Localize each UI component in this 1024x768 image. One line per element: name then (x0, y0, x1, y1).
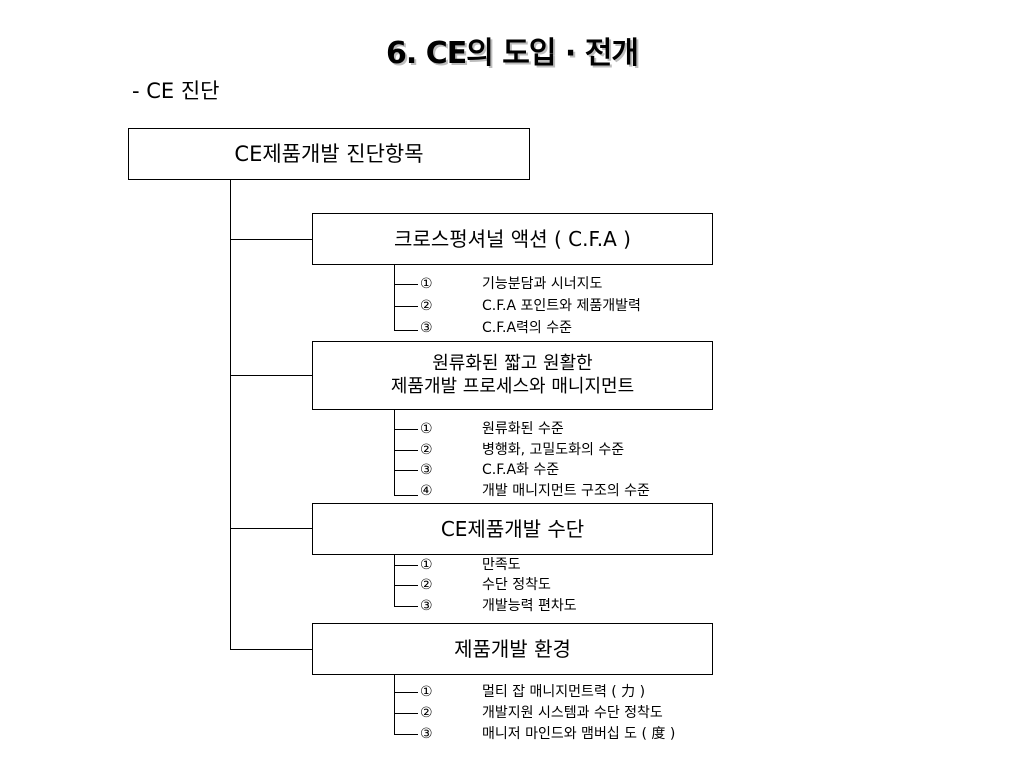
subitem-text: 개발 매니지먼트 구조의 수준 (482, 483, 650, 499)
main-trunk-line (230, 180, 231, 650)
category-label: 제품개발 프로세스와 매니지먼트 (390, 375, 635, 397)
subitem: ② C.F.A 포인트와 제품개발력 (420, 296, 641, 316)
subitem-tick (394, 284, 418, 285)
category-box-process: 원류화된 짧고 원활한 제품개발 프로세스와 매니지먼트 (312, 341, 713, 410)
subitem-text: C.F.A화 수준 (482, 462, 560, 478)
subitem-number: ① (420, 276, 433, 292)
subitem-tick (394, 429, 418, 430)
subitem-number: ③ (420, 598, 433, 614)
subitem-text: 만족도 (482, 557, 521, 573)
subitem-tick (394, 585, 418, 586)
subitem-number: ① (420, 684, 433, 700)
root-label: CE제품개발 진단항목 (234, 141, 424, 166)
subitem: ② 병행화, 고밀도화의 수준 (420, 440, 624, 460)
subitem-text: C.F.A력의 수준 (482, 320, 573, 336)
subitem-spine-2 (394, 410, 395, 496)
subitem: ③ C.F.A화 수준 (420, 460, 559, 480)
subitem: ① 만족도 (420, 555, 521, 575)
subitem-number: ② (420, 577, 433, 593)
subitem-tick (394, 306, 418, 307)
subitem-text: 원류화된 수준 (482, 421, 564, 437)
subitem-number: ② (420, 442, 433, 458)
subitem-tick (394, 713, 418, 714)
subitem-tick (394, 470, 418, 471)
category-box-environment: 제품개발 환경 (312, 623, 713, 675)
subitem: ④ 개발 매니지먼트 구조의 수준 (420, 481, 650, 501)
subitem: ① 원류화된 수준 (420, 419, 564, 439)
category-label: 원류화된 짧고 원활한 (432, 353, 593, 374)
subitem-number: ① (420, 421, 433, 437)
subitem: ① 멀티 잡 매니지먼트력 ( 力 ) (420, 682, 645, 702)
subitem: ③ 개발능력 편차도 (420, 596, 577, 616)
subitem: ③ 매니저 마인드와 맴버십 도 ( 度 ) (420, 724, 675, 744)
subitem-tick (394, 450, 418, 451)
category-label: 제품개발 환경 (454, 636, 571, 661)
subitem-number: ① (420, 557, 433, 573)
subitem-number: ③ (420, 726, 433, 742)
subitem-tick (394, 330, 418, 331)
branch-line-1 (230, 239, 312, 240)
category-label: 크로스펑셔널 액션 ( C.F.A ) (394, 226, 631, 251)
subitem: ② 수단 정착도 (420, 575, 551, 595)
category-label: CE제품개발 수단 (440, 516, 585, 541)
subitem-text: 개발지원 시스템과 수단 정착도 (482, 705, 663, 721)
subitem-tick (394, 606, 418, 607)
subitem-tick (394, 692, 418, 693)
subitem-number: ② (420, 705, 433, 721)
branch-line-3 (230, 528, 312, 529)
page-title: 6. CE의 도입 · 전개 (386, 36, 639, 71)
branch-line-4 (230, 649, 312, 650)
subitem-spine-4 (394, 675, 395, 735)
subitem-text: C.F.A 포인트와 제품개발력 (482, 298, 641, 314)
section-subtitle: - CE 진단 (132, 79, 220, 103)
branch-line-2 (230, 375, 312, 376)
subitem-tick (394, 565, 418, 566)
subitem-text: 매니저 마인드와 맴버십 도 ( 度 ) (482, 726, 676, 742)
subitem: ② 개발지원 시스템과 수단 정착도 (420, 703, 663, 723)
subitem: ③ C.F.A력의 수준 (420, 318, 572, 338)
category-box-tools: CE제품개발 수단 (312, 503, 713, 555)
subitem-spine-1 (394, 265, 395, 331)
subitem-tick (394, 495, 418, 496)
subitem: ① 기능분담과 시너지도 (420, 274, 602, 294)
subitem-number: ③ (420, 462, 433, 478)
subitem-number: ② (420, 298, 433, 314)
subitem-text: 수단 정착도 (482, 577, 551, 593)
category-box-cfa: 크로스펑셔널 액션 ( C.F.A ) (312, 213, 713, 265)
root-box: CE제품개발 진단항목 (128, 128, 530, 180)
subitem-number: ④ (420, 483, 433, 499)
subitem-text: 개발능력 편차도 (482, 598, 577, 614)
subitem-text: 기능분담과 시너지도 (482, 276, 603, 292)
subitem-number: ③ (420, 320, 433, 336)
subitem-text: 멀티 잡 매니지먼트력 ( 力 ) (482, 684, 646, 700)
subitem-text: 병행화, 고밀도화의 수준 (482, 442, 625, 458)
subitem-tick (394, 734, 418, 735)
subitem-spine-3 (394, 555, 395, 607)
